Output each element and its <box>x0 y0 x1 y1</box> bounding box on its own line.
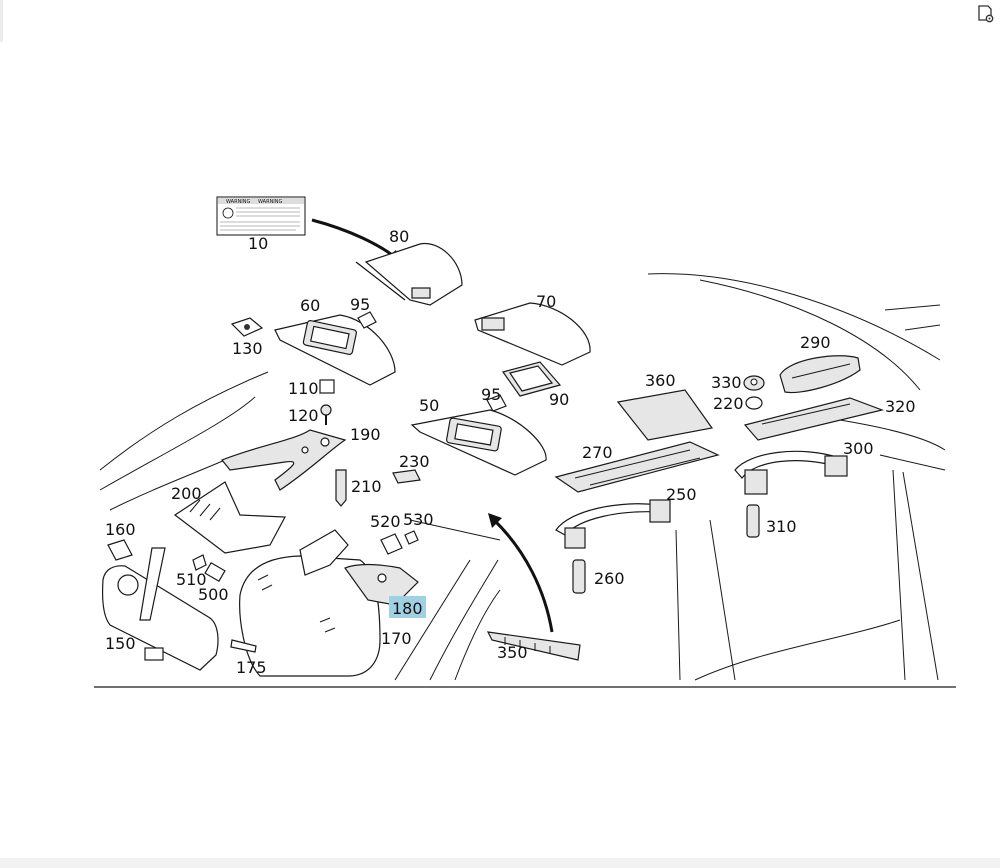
clip-95-b[interactable] <box>486 394 507 412</box>
callout-270[interactable]: 270 <box>582 443 613 462</box>
callout-220[interactable]: 220 <box>713 394 744 413</box>
warning-label-header-left: WARNING <box>226 199 251 205</box>
bottom-strip <box>0 858 1000 868</box>
screw-210[interactable] <box>335 469 347 507</box>
document-settings-icon <box>978 5 994 23</box>
callout-320[interactable]: 320 <box>885 397 916 416</box>
mirror-cover-90[interactable] <box>502 361 562 397</box>
highlight-180 <box>389 596 426 618</box>
warning-label-part[interactable]: WARNING WARNING <box>216 196 306 236</box>
callout-90[interactable]: 90 <box>549 390 569 409</box>
warning-label-header-right: WARNING <box>258 199 283 205</box>
callout-50[interactable]: 50 <box>419 396 439 415</box>
callout-180[interactable]: 180 <box>392 599 423 618</box>
callout-250[interactable]: 250 <box>666 485 697 504</box>
callout-520[interactable]: 520 <box>370 512 401 531</box>
nut-330[interactable] <box>743 375 765 391</box>
callout-95-a[interactable]: 95 <box>350 295 370 314</box>
screw-120[interactable] <box>320 404 332 425</box>
arrow-350-up <box>488 513 554 633</box>
callout-260[interactable]: 260 <box>594 569 625 588</box>
overhead-console-170[interactable] <box>239 555 381 677</box>
bracket-130[interactable] <box>230 317 264 337</box>
callout-10[interactable]: 10 <box>248 234 268 253</box>
callout-80[interactable]: 80 <box>389 227 409 246</box>
callout-190[interactable]: 190 <box>350 425 381 444</box>
plug-530[interactable] <box>404 530 419 545</box>
callout-510[interactable]: 510 <box>176 570 207 589</box>
callout-230[interactable]: 230 <box>399 452 430 471</box>
bulb-510[interactable] <box>192 554 207 571</box>
callout-110[interactable]: 110 <box>288 379 319 398</box>
light-290[interactable] <box>779 355 861 394</box>
frame-270[interactable] <box>554 441 720 493</box>
cover-200[interactable] <box>173 481 286 554</box>
callout-170[interactable]: 170 <box>381 629 412 648</box>
callout-530[interactable]: 530 <box>403 510 434 529</box>
sun-visor-80[interactable] <box>355 242 463 306</box>
washer-220[interactable] <box>745 396 763 410</box>
screw-260[interactable] <box>572 559 586 594</box>
screw-310[interactable] <box>746 504 760 538</box>
sun-visor-50[interactable] <box>410 409 547 476</box>
callout-130[interactable]: 130 <box>232 339 263 358</box>
callout-310[interactable]: 310 <box>766 517 797 536</box>
callout-210[interactable]: 210 <box>351 477 382 496</box>
plug-520[interactable] <box>380 533 403 555</box>
callout-95-b[interactable]: 95 <box>481 385 501 404</box>
connector-500[interactable] <box>204 561 226 583</box>
callout-300[interactable]: 300 <box>843 439 874 458</box>
clip-160[interactable] <box>107 539 133 561</box>
callout-150[interactable]: 150 <box>105 634 136 653</box>
callout-70[interactable]: 70 <box>536 292 556 311</box>
callout-360[interactable]: 360 <box>645 371 676 390</box>
grab-handle-300[interactable] <box>734 450 848 495</box>
callout-290[interactable]: 290 <box>800 333 831 352</box>
trim-pad-360[interactable] <box>616 389 714 441</box>
grab-handle-250[interactable] <box>555 499 671 549</box>
interior-mirror-150[interactable] <box>101 547 219 671</box>
sun-visor-60[interactable] <box>274 314 396 386</box>
clip-110[interactable] <box>319 379 335 394</box>
callout-175[interactable]: 175 <box>236 658 267 677</box>
callout-60[interactable]: 60 <box>300 296 320 315</box>
callout-160[interactable]: 160 <box>105 520 136 539</box>
callout-330[interactable]: 330 <box>711 373 742 392</box>
car-body-outline <box>94 273 956 688</box>
callout-120[interactable]: 120 <box>288 406 319 425</box>
callout-350[interactable]: 350 <box>497 643 528 662</box>
pad-230[interactable] <box>392 469 421 484</box>
sun-visor-70[interactable] <box>474 302 591 366</box>
clip-95-a[interactable] <box>357 311 377 329</box>
rail-350[interactable] <box>486 631 581 661</box>
frame-320[interactable] <box>743 397 885 441</box>
left-edge-strip <box>0 0 3 42</box>
bulb-175[interactable] <box>230 639 257 653</box>
bracket-190[interactable] <box>221 429 347 491</box>
document-settings-button[interactable] <box>976 4 996 24</box>
callout-500[interactable]: 500 <box>198 585 229 604</box>
callout-200[interactable]: 200 <box>171 484 202 503</box>
